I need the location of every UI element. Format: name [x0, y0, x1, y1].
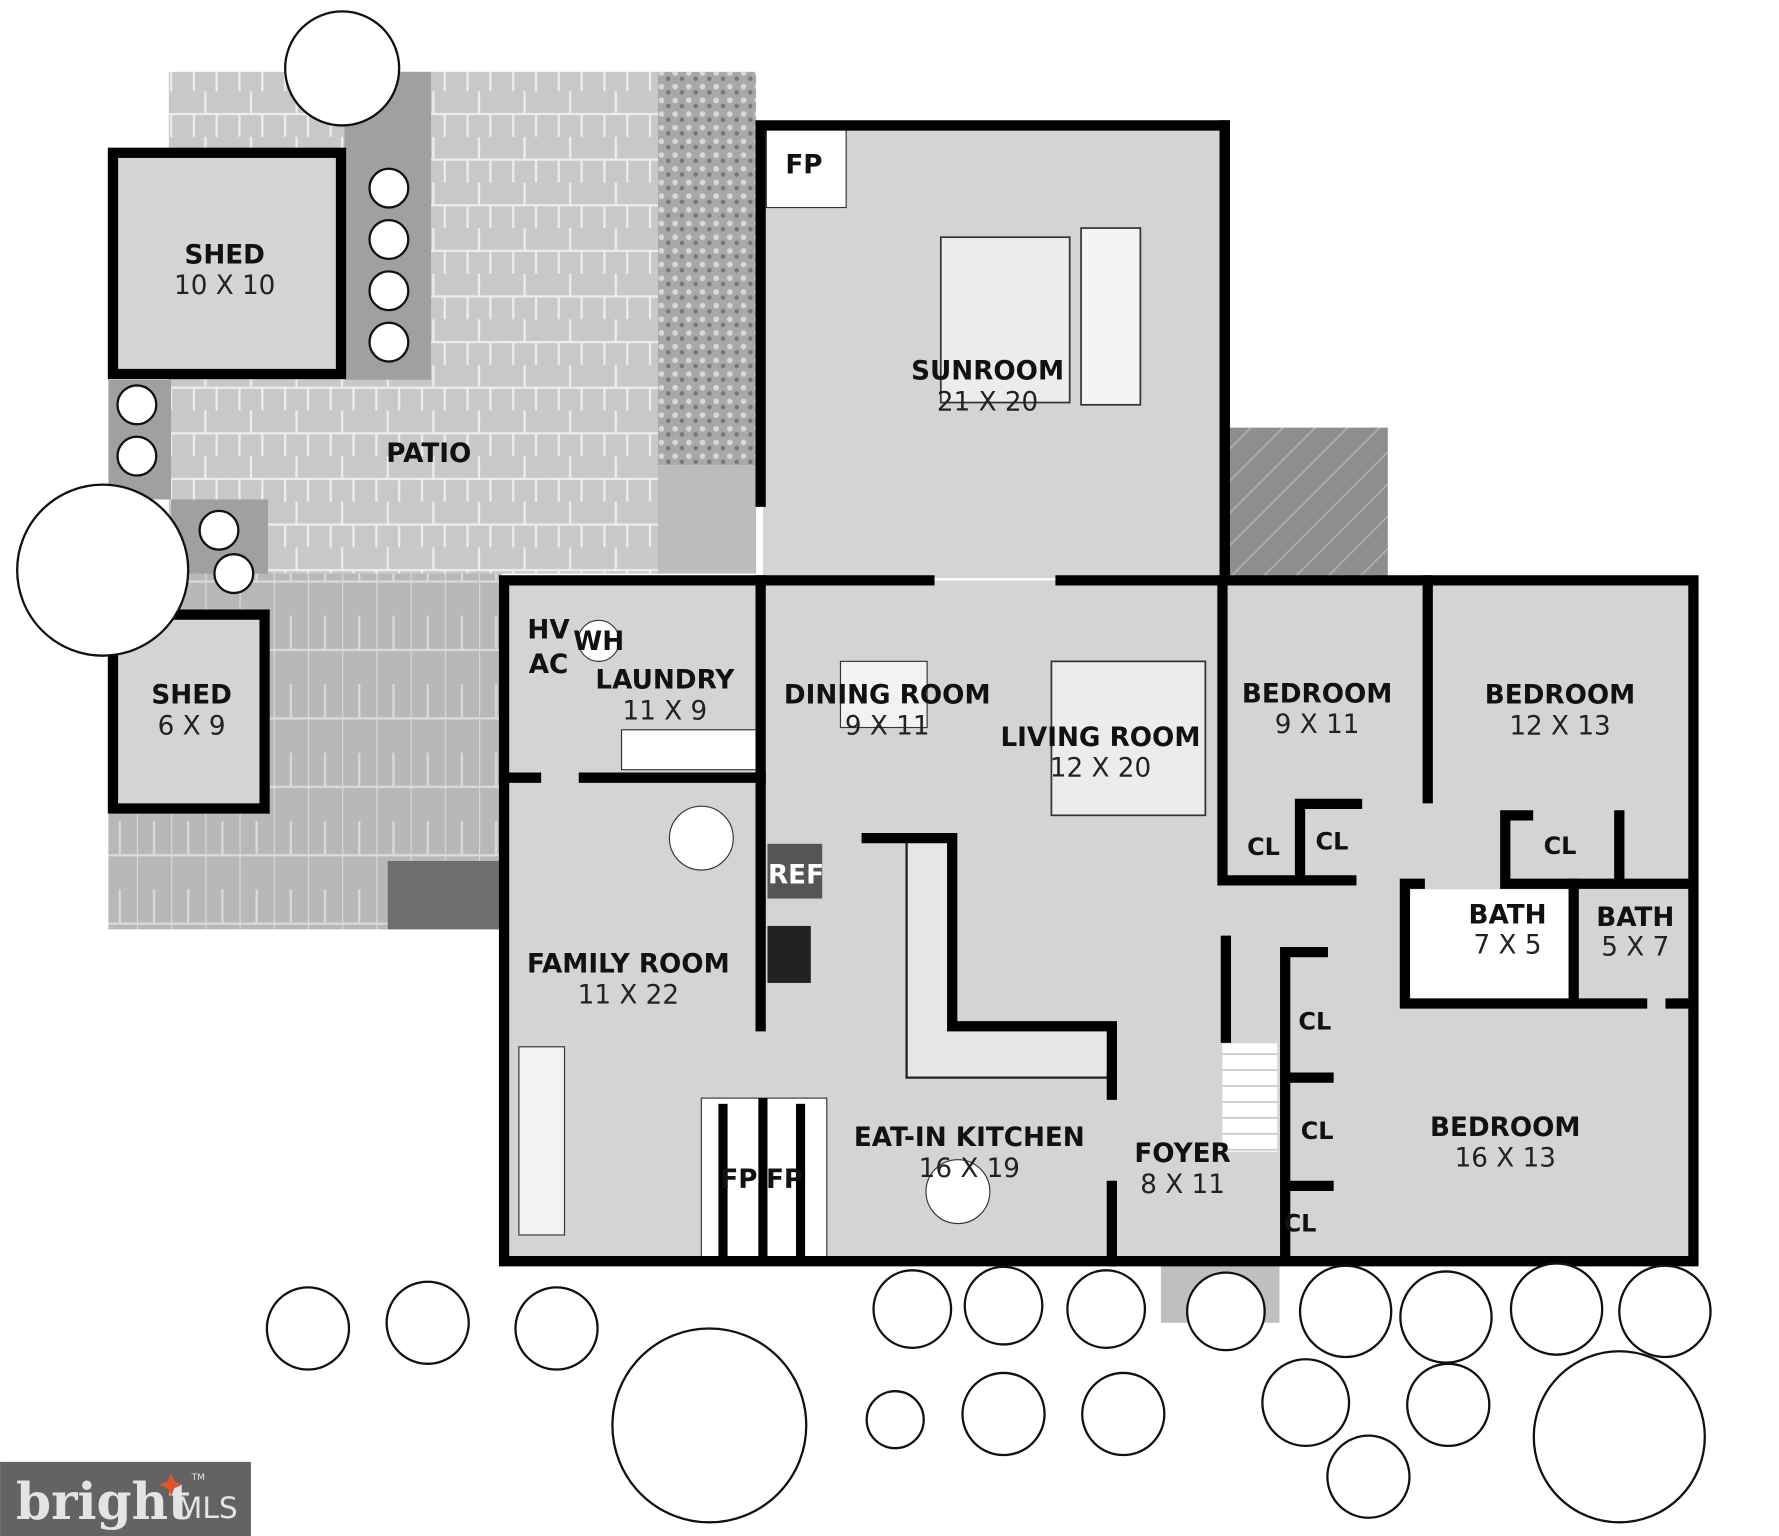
shed-large: SHED 10 X 10: [107, 147, 347, 380]
living-room-size: 12 X 20: [1050, 754, 1151, 784]
kitchen-label: EAT-IN KITCHEN: [854, 1123, 1085, 1153]
trees: [16, 10, 1712, 1524]
bath-2-label: BATH: [1596, 903, 1674, 933]
logo-suffix-text: MLS: [177, 1490, 238, 1525]
bedroom-2-label: BEDROOM: [1485, 681, 1636, 711]
bedroom-1-label: BEDROOM: [1242, 679, 1393, 709]
shed-large-size: 10 X 10: [174, 271, 275, 301]
star-icon: [159, 1473, 183, 1497]
bedroom-2-size: 12 X 13: [1509, 711, 1610, 741]
ac-label: AC: [529, 650, 569, 680]
bath-1-size: 7 X 5: [1474, 930, 1542, 960]
kitchen-size: 16 X 19: [919, 1154, 1020, 1184]
foyer-label: FOYER: [1134, 1139, 1230, 1169]
bedroom-3-label: BEDROOM: [1430, 1113, 1581, 1143]
tree-icon: [283, 10, 401, 127]
logo-tm: TM: [191, 1473, 205, 1483]
water-heater-label: WH: [573, 627, 624, 657]
shed-small-label: SHED: [151, 681, 232, 711]
sunroom-fireplace-label: FP: [785, 150, 822, 180]
closet-label: CL: [1544, 832, 1577, 860]
refrigerator-label: REF: [768, 861, 824, 891]
shed-large-label: SHED: [184, 240, 265, 270]
house-floor: [506, 127, 1689, 1259]
room-labels: FP SUNROOM 21 X 20 HV AC WH LAUNDRY 11 X…: [527, 150, 1674, 1237]
logo-brand-text: bright: [16, 1472, 191, 1531]
hvac-label: HV: [527, 616, 570, 646]
foyer-size: 8 X 11: [1140, 1170, 1225, 1200]
closet-label: CL: [1316, 828, 1349, 856]
dining-room-label: DINING ROOM: [784, 681, 991, 711]
large-tree-icon: [611, 1327, 808, 1524]
closet-label: CL: [1301, 1117, 1334, 1145]
bath-2-size: 5 X 7: [1601, 933, 1669, 963]
laundry-label: LAUNDRY: [595, 666, 735, 696]
fireplace-label: FP: [720, 1165, 757, 1195]
shed-small-size: 6 X 9: [158, 711, 226, 741]
family-room-size: 11 X 22: [578, 980, 679, 1010]
closet-label: CL: [1298, 1008, 1331, 1036]
bedroom-1-size: 9 X 11: [1275, 710, 1360, 740]
water-heater-icon: [577, 619, 620, 662]
tree-icon: [16, 483, 190, 657]
dining-room-size: 9 X 11: [845, 711, 930, 741]
sunroom-size: 21 X 20: [937, 388, 1038, 418]
walls: [498, 120, 1699, 1267]
closet-label: CL: [1247, 833, 1280, 861]
family-room-label: FAMILY ROOM: [527, 950, 730, 980]
closet-label: CL: [1284, 1210, 1317, 1238]
sunroom-label: SUNROOM: [911, 357, 1064, 387]
bath-1-label: BATH: [1469, 901, 1547, 931]
patio-label: PATIO: [386, 439, 471, 469]
living-room-label: LIVING ROOM: [1000, 723, 1200, 753]
fireplace-label: FP: [766, 1165, 803, 1195]
bedroom-3-size: 16 X 13: [1455, 1144, 1556, 1174]
laundry-size: 11 X 9: [623, 697, 708, 727]
bright-mls-logo: bright MLS TM: [0, 1461, 251, 1536]
